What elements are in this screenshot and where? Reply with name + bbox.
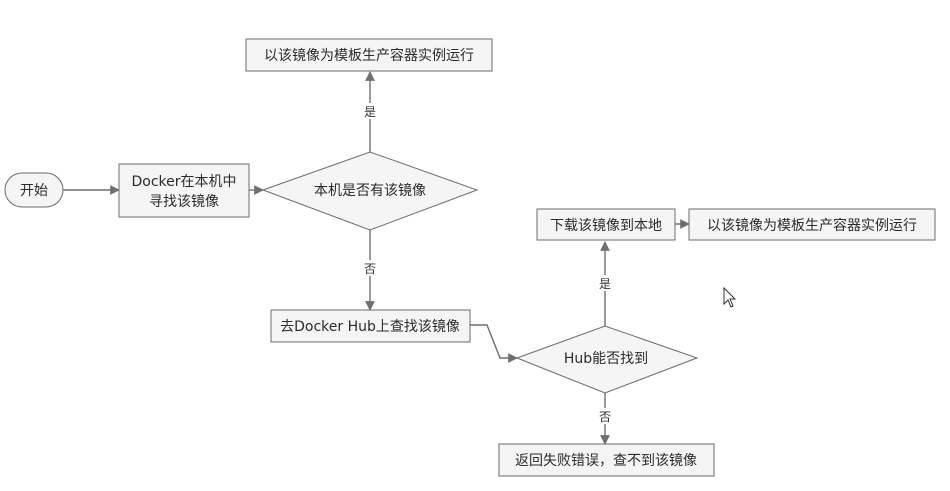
svg-text:寻找该镜像: 寻找该镜像	[149, 194, 219, 210]
run-local-node: 以该镜像为模板生产容器实例运行	[245, 38, 493, 72]
error-node: 返回失败错误，查不到该镜像	[498, 443, 715, 477]
svg-text:Docker在本机中: Docker在本机中	[131, 174, 236, 190]
svg-text:下载该镜像到本地: 下载该镜像到本地	[550, 218, 662, 234]
start-node: 开始	[4, 172, 64, 208]
edge-label-no-2: 否	[596, 408, 614, 424]
search-local-node: Docker在本机中 寻找该镜像	[118, 163, 250, 218]
svg-text:开始: 开始	[20, 183, 48, 199]
svg-text:以该镜像为模板生产容器实例运行: 以该镜像为模板生产容器实例运行	[707, 217, 917, 234]
edge-label-yes-2: 是	[596, 275, 614, 291]
hub-found-decision: Hub能否找到	[515, 325, 699, 394]
mouse-cursor-icon	[723, 286, 737, 308]
svg-text:返回失败错误，查不到该镜像: 返回失败错误，查不到该镜像	[515, 453, 697, 469]
svg-text:本机是否有该镜像: 本机是否有该镜像	[314, 183, 426, 199]
run-downloaded-node: 以该镜像为模板生产容器实例运行	[688, 208, 936, 241]
svg-text:是: 是	[364, 105, 376, 119]
svg-text:否: 否	[364, 262, 376, 276]
svg-text:否: 否	[599, 410, 611, 424]
has-image-local-decision: 本机是否有该镜像	[261, 151, 479, 231]
svg-text:去Docker Hub上查找该镜像: 去Docker Hub上查找该镜像	[280, 319, 460, 335]
edge-label-no-1: 否	[361, 260, 379, 276]
svg-text:是: 是	[599, 277, 611, 291]
download-node: 下载该镜像到本地	[536, 208, 676, 241]
edge-label-yes-1: 是	[361, 103, 379, 119]
svg-text:Hub能否找到: Hub能否找到	[564, 351, 648, 367]
svg-text:以该镜像为模板生产容器实例运行: 以该镜像为模板生产容器实例运行	[264, 47, 474, 64]
edge-hub-to-decision2	[470, 324, 518, 363]
search-hub-node: 去Docker Hub上查找该镜像	[270, 309, 471, 343]
